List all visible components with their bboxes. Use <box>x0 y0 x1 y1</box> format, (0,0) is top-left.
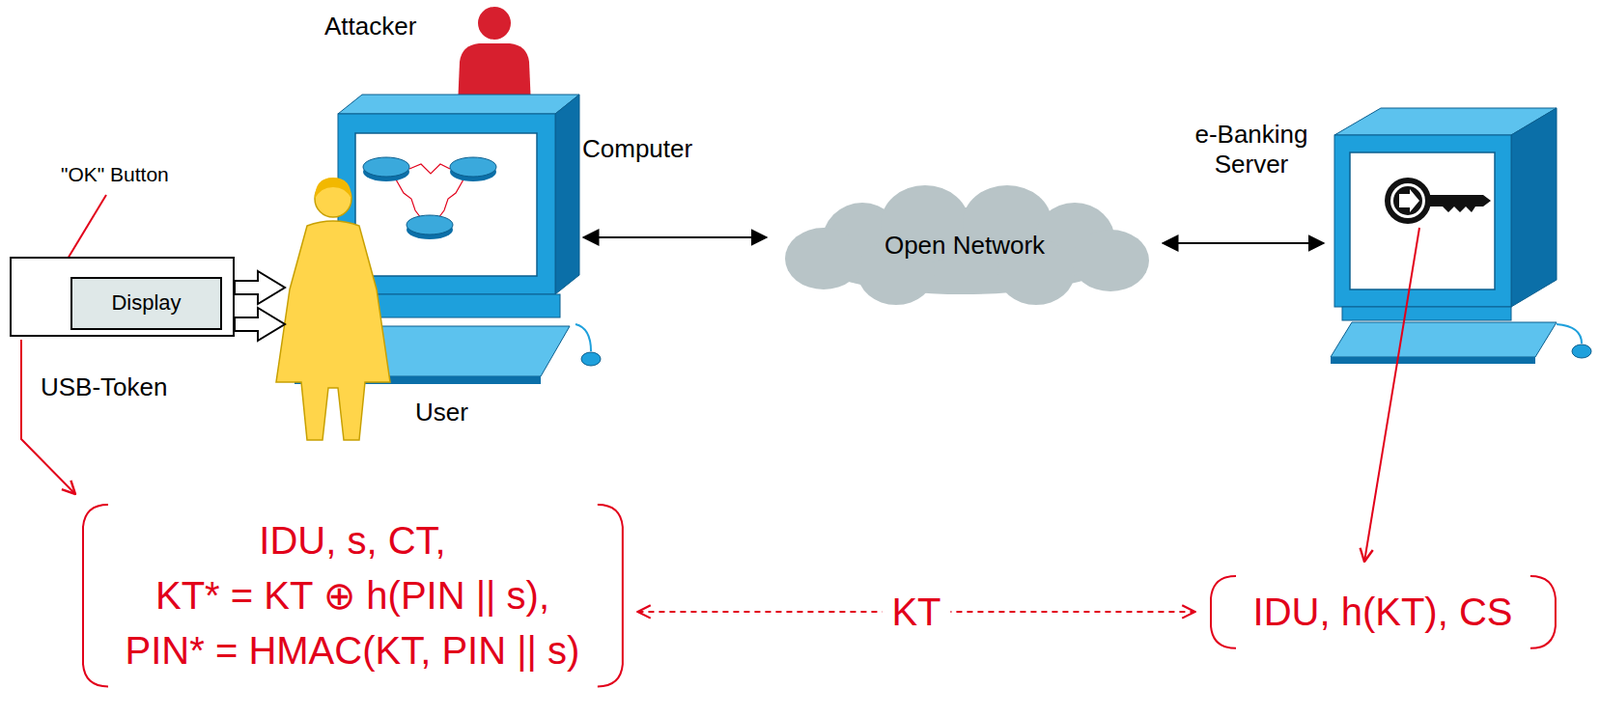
cloud-shape <box>785 227 863 290</box>
edge-label: KT <box>881 589 951 636</box>
computer-monitor <box>337 94 580 114</box>
key-icon <box>1393 186 1423 216</box>
server-computer <box>1330 357 1536 365</box>
role-label: Attacker <box>324 11 417 42</box>
network-cloud: Open Network <box>770 183 1159 309</box>
key-icon <box>1384 177 1491 225</box>
server-computer <box>1511 108 1557 308</box>
formula-text: IDU, h(KT), CS <box>1253 585 1514 641</box>
leader-line <box>21 339 76 495</box>
user-figure <box>276 221 391 441</box>
server: e-Banking Server <box>1327 106 1563 367</box>
server-computer <box>1342 307 1512 321</box>
computer: Computer <box>284 91 580 382</box>
key-icon <box>1429 195 1491 213</box>
server-computer <box>1330 108 1592 365</box>
router-icons <box>438 179 464 219</box>
computer-monitor <box>575 324 591 352</box>
computer-monitor <box>355 133 537 277</box>
network-link <box>583 236 767 239</box>
router-icons <box>409 164 450 174</box>
computer-monitor <box>581 352 601 366</box>
formula-text: IDU, s, CT, <box>258 513 446 569</box>
router-icons <box>363 157 497 240</box>
attacker-figure <box>457 6 532 107</box>
user-figure <box>314 177 352 199</box>
bracket-outline <box>83 505 109 687</box>
cloud-shape <box>1071 229 1150 292</box>
leader-line <box>21 195 1420 562</box>
leader-line <box>1364 227 1420 562</box>
bracket-outline <box>596 505 622 687</box>
bracket-outline <box>1529 576 1555 649</box>
network-link <box>1162 242 1324 245</box>
display-box: Display <box>70 277 223 331</box>
router-icons <box>449 157 497 177</box>
node-heading: e-Banking Server <box>1178 119 1324 180</box>
router-icons <box>363 157 410 177</box>
formula-text: KT* = KT ⊕ h(PIN || s), <box>155 568 550 624</box>
key-icon <box>1390 183 1426 219</box>
computer-monitor <box>555 94 580 295</box>
user-figure <box>276 177 391 441</box>
server-computer <box>1571 344 1592 359</box>
key-icon <box>1384 177 1432 225</box>
server-computer <box>1334 135 1512 308</box>
node-heading: USB-Token <box>40 372 169 403</box>
node-heading: Computer <box>582 134 693 165</box>
formula-text: PIN* = HMAC(KT, PIN || s) <box>125 623 581 679</box>
server-data-bracket: IDU, h(KT), CS <box>1203 573 1564 652</box>
router-icons <box>395 179 422 219</box>
server-computer <box>1349 152 1495 290</box>
usb-token: DisplayUSB-Token <box>9 256 235 337</box>
token-data-bracket: IDU, s, CT,KT* = KT ⊕ h(PIN || s),PIN* =… <box>75 502 631 690</box>
block-arrow <box>234 271 285 341</box>
bracket-outline <box>1210 576 1236 649</box>
server-computer <box>1556 324 1582 344</box>
key-icon <box>1399 189 1420 213</box>
node-text: Open Network <box>884 230 1045 261</box>
router-icons <box>406 215 453 235</box>
server-computer <box>1330 322 1557 358</box>
attacker-figure <box>477 6 511 40</box>
node-text: Display <box>111 290 181 316</box>
callout-label: "OK" Button <box>60 162 169 187</box>
role-label: User <box>415 397 469 428</box>
